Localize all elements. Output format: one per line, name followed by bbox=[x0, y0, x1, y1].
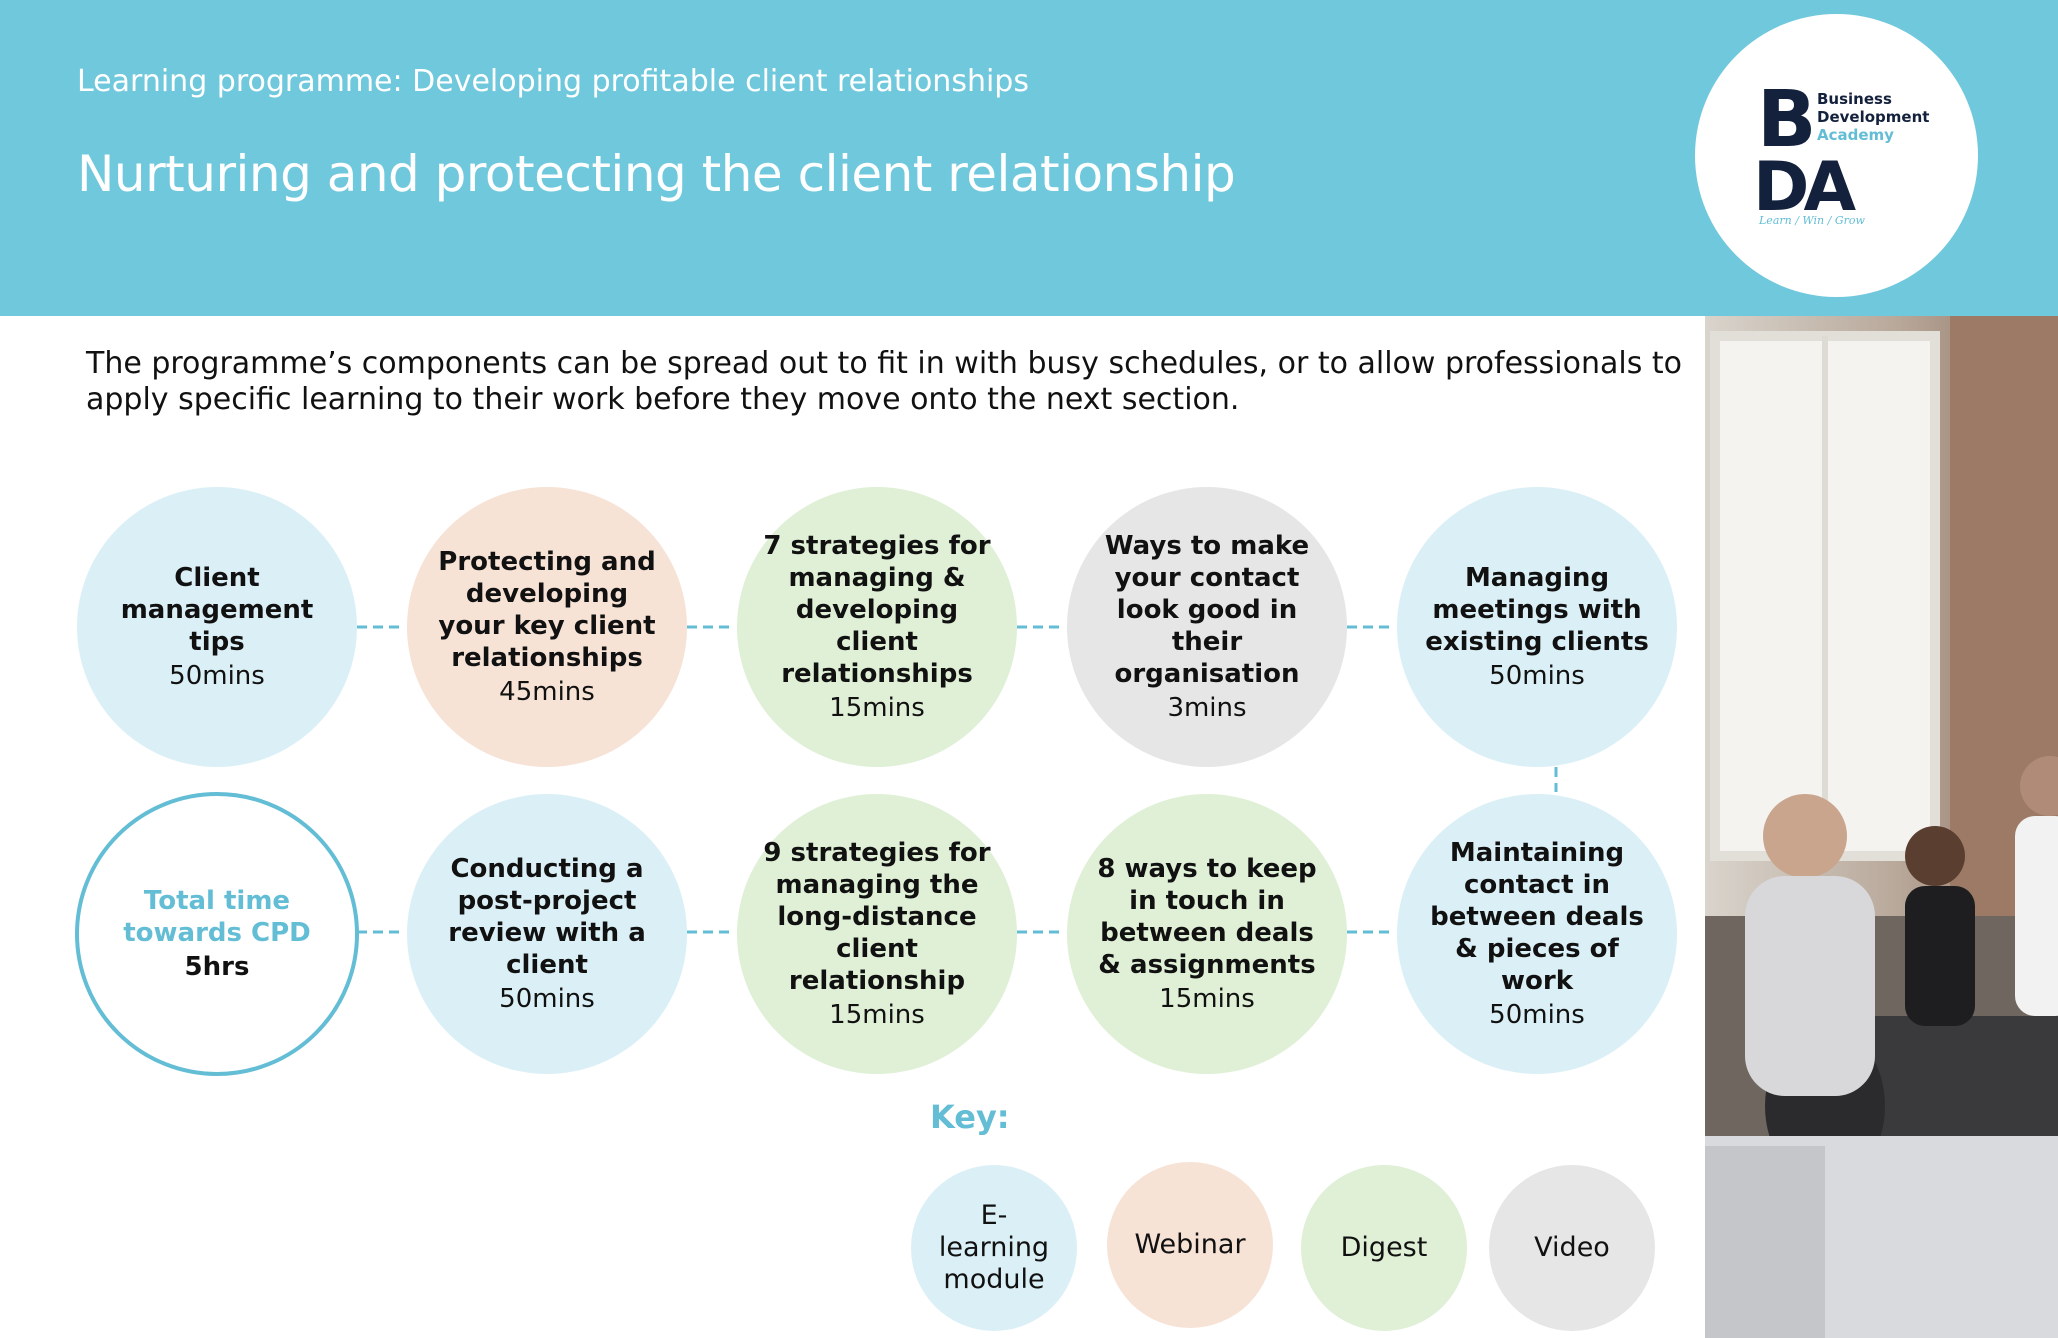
logo-text-business: Business bbox=[1817, 90, 1892, 108]
module-duration: 50mins bbox=[1489, 1000, 1585, 1030]
key-video: Video bbox=[1489, 1165, 1655, 1331]
total-cpd-value: 5hrs bbox=[184, 952, 250, 982]
module-duration: 50mins bbox=[169, 661, 265, 691]
programme-subtitle: Learning programme: Developing profitabl… bbox=[77, 64, 1029, 99]
logo-text-academy: Academy bbox=[1817, 126, 1894, 144]
key-heading: Key: bbox=[930, 1098, 1010, 1136]
module-7-strategies: 7 strategies for managing & developing c… bbox=[737, 487, 1017, 767]
module-title: Client management tips bbox=[120, 563, 314, 657]
page-title: Nurturing and protecting the client rela… bbox=[77, 145, 1236, 203]
module-duration: 15mins bbox=[1159, 984, 1255, 1014]
module-title: Conducting a post-project review with a … bbox=[448, 854, 646, 980]
module-title: 7 strategies for managing & developing c… bbox=[763, 531, 991, 689]
module-client-management-tips: Client management tips 50mins bbox=[77, 487, 357, 767]
key-elearning: E-learning module bbox=[911, 1165, 1077, 1331]
module-post-project-review: Conducting a post-project review with a … bbox=[407, 794, 687, 1074]
module-duration: 15mins bbox=[829, 1000, 925, 1030]
module-duration: 45mins bbox=[499, 677, 595, 707]
total-cpd-time: Total time towards CPD 5hrs bbox=[75, 792, 359, 1076]
module-make-contact-look-good: Ways to make your contact look good in t… bbox=[1067, 487, 1347, 767]
total-cpd-label: Total time towards CPD bbox=[123, 886, 311, 948]
meeting-photo bbox=[1705, 316, 2058, 1338]
module-managing-meetings: Managing meetings with existing clients … bbox=[1397, 487, 1677, 767]
logo-tagline: Learn / Win / Grow bbox=[1758, 214, 1865, 227]
module-title: 8 ways to keep in touch in between deals… bbox=[1097, 854, 1317, 980]
logo-text-development: Development bbox=[1817, 108, 1929, 126]
key-webinar: Webinar bbox=[1107, 1162, 1273, 1328]
module-protecting-key-relationships: Protecting and developing your key clien… bbox=[407, 487, 687, 767]
key-digest: Digest bbox=[1301, 1165, 1467, 1331]
module-8-ways-keep-in-touch: 8 ways to keep in touch in between deals… bbox=[1067, 794, 1347, 1074]
module-9-strategies: 9 strategies for managing the long-dista… bbox=[737, 794, 1017, 1074]
module-title: Ways to make your contact look good in t… bbox=[1104, 531, 1310, 689]
module-title: Protecting and developing your key clien… bbox=[438, 547, 656, 673]
bda-logo: B DA Business Development Academy Learn … bbox=[1695, 14, 1978, 297]
module-duration: 3mins bbox=[1167, 693, 1247, 723]
logo-letters-da: DA bbox=[1753, 148, 1856, 227]
module-maintaining-contact: Maintaining contact in between deals & p… bbox=[1397, 794, 1677, 1074]
module-duration: 50mins bbox=[499, 984, 595, 1014]
module-title: Managing meetings with existing clients bbox=[1425, 563, 1649, 657]
module-duration: 50mins bbox=[1489, 661, 1585, 691]
intro-paragraph: The programme’s components can be spread… bbox=[86, 346, 1683, 417]
module-duration: 15mins bbox=[829, 693, 925, 723]
logo-letter-b: B bbox=[1757, 75, 1816, 165]
module-title: Maintaining contact in between deals & p… bbox=[1430, 838, 1644, 996]
module-title: 9 strategies for managing the long-dista… bbox=[763, 838, 991, 996]
